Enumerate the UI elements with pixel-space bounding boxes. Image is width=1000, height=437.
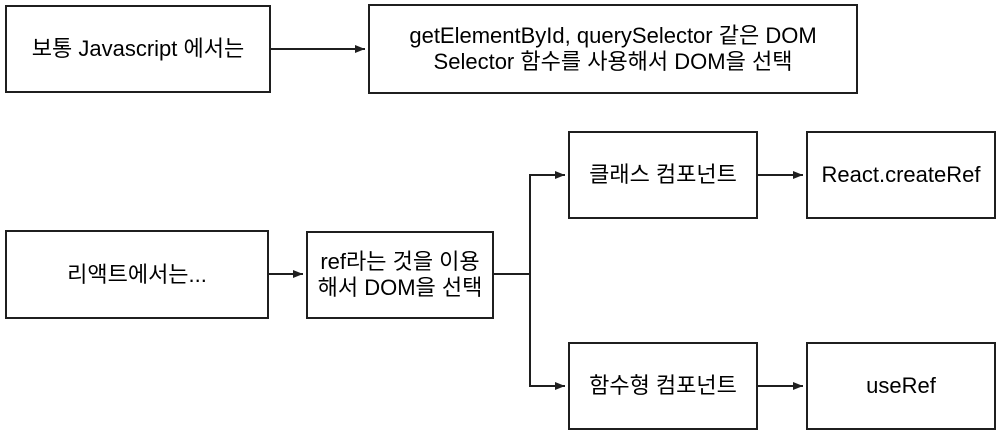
node-ref: ref라는 것을 이용해서 DOM을 선택 — [306, 231, 494, 319]
node-use-ref-label: useRef — [866, 373, 936, 399]
node-class-component-label: 클래스 컴포넌트 — [589, 162, 737, 188]
node-class-component: 클래스 컴포넌트 — [568, 131, 758, 219]
node-react-label: 리액트에서는... — [67, 261, 207, 287]
node-create-ref: React.createRef — [806, 131, 996, 219]
node-use-ref: useRef — [806, 342, 996, 430]
node-create-ref-label: React.createRef — [821, 162, 981, 188]
node-ref-label: ref라는 것을 이용해서 DOM을 선택 — [317, 249, 483, 300]
node-dom-selector-label: getElementById, querySelector 같은 DOM Sel… — [409, 23, 817, 74]
node-function-component-label: 함수형 컴포넌트 — [589, 373, 737, 399]
node-react: 리액트에서는... — [5, 230, 269, 319]
node-function-component: 함수형 컴포넌트 — [568, 342, 758, 430]
node-dom-selector: getElementById, querySelector 같은 DOM Sel… — [368, 4, 858, 94]
node-plain-javascript-label: 보통 Javascript 에서는 — [31, 36, 245, 62]
node-plain-javascript: 보통 Javascript 에서는 — [5, 5, 271, 93]
